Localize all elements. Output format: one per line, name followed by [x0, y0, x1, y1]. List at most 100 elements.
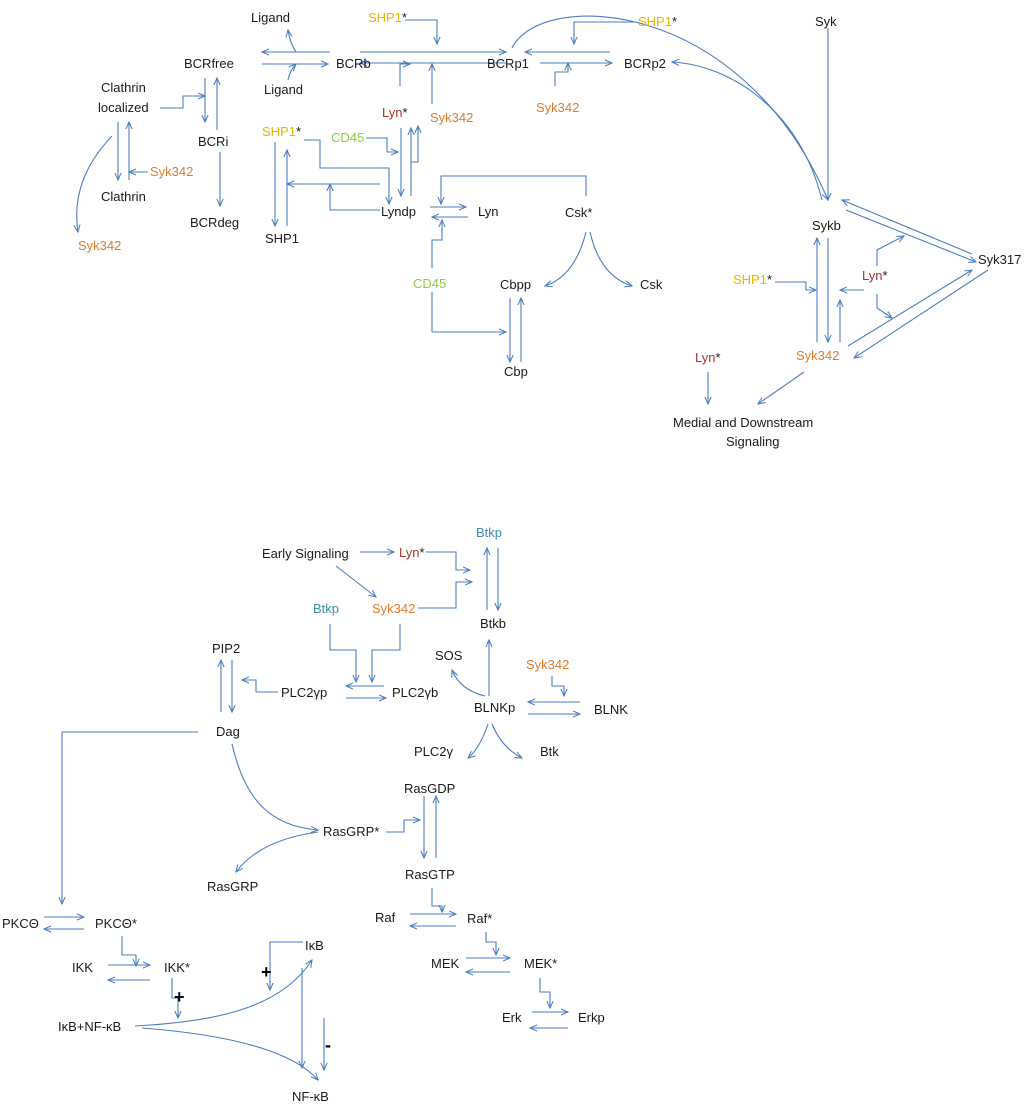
- star-mark: *: [767, 272, 772, 287]
- arrow: [242, 680, 278, 693]
- arrow: [876, 236, 904, 266]
- node-label: Lyn: [862, 268, 882, 283]
- node-rasgdp: RasGDP: [404, 781, 455, 796]
- node-raf-star: Raf*: [467, 911, 492, 926]
- arrow: [847, 270, 972, 347]
- arrow: [452, 670, 486, 697]
- node-shp1-star: SHP1*: [262, 124, 301, 139]
- minus-sign: -: [325, 1035, 331, 1055]
- arrow: [551, 676, 564, 696]
- arrow: [431, 220, 442, 268]
- node-lyn-star: Lyn*: [695, 350, 721, 365]
- arrow: [171, 978, 178, 1018]
- node-sos: SOS: [435, 648, 463, 663]
- arrow: [545, 231, 587, 286]
- arrow: [399, 64, 410, 86]
- node-mek: MEK: [431, 956, 460, 971]
- arrow: [236, 831, 319, 872]
- arrow: [758, 371, 805, 404]
- arrow: [411, 126, 418, 163]
- star-mark: *: [419, 545, 424, 560]
- node-ligand-top: Ligand: [251, 10, 290, 25]
- node-shp1: SHP1: [265, 231, 299, 246]
- arrow: [842, 200, 973, 255]
- node-ikk-star: IKK*: [164, 960, 190, 975]
- arrow: [876, 294, 892, 318]
- arrow: [372, 624, 401, 682]
- node-ikb: IκB: [305, 938, 324, 953]
- node-ligand-bottom: Ligand: [264, 82, 303, 97]
- node-lyn: Lyn: [478, 204, 498, 219]
- node-btkb: Btkb: [480, 616, 506, 631]
- arrow: [589, 231, 632, 286]
- node-medial-line2: Signaling: [726, 434, 780, 449]
- node-clathrin-localized-line2: localized: [98, 100, 149, 115]
- node-cbpp: Cbpp: [500, 277, 531, 292]
- node-label: Lyn: [399, 545, 419, 560]
- arrow: [62, 731, 198, 904]
- top-panel-arrows: [77, 15, 989, 404]
- node-plc2y: PLC2γ: [414, 744, 454, 759]
- node-rasgtp: RasGTP: [405, 867, 455, 882]
- node-label: SHP1: [262, 124, 296, 139]
- node-syk: Syk: [815, 14, 837, 29]
- node-bcrdeg: BCRdeg: [190, 215, 239, 230]
- arrow: [231, 743, 318, 830]
- arrow: [330, 184, 380, 211]
- arrow: [141, 1027, 318, 1080]
- node-clathrin-localized-line1: Clathrin: [101, 80, 146, 95]
- node-label: SHP1: [368, 10, 402, 25]
- arrow: [121, 936, 136, 966]
- arrow: [468, 723, 489, 758]
- arrow: [441, 175, 587, 204]
- node-syk342: Syk342: [372, 601, 415, 616]
- arrow: [288, 30, 330, 53]
- arrow: [405, 19, 437, 44]
- arrow: [485, 932, 496, 955]
- node-label: SHP1: [733, 272, 767, 287]
- top-panel-labels: Ligand SHP1* SHP1* Syk BCRfree BCRb BCRp…: [78, 10, 1021, 449]
- bottom-panel-arrows: [44, 548, 580, 1080]
- arrow: [845, 209, 976, 262]
- arrow: [431, 292, 506, 332]
- plus-sign: +: [261, 962, 272, 982]
- node-lyn-star: Lyn*: [399, 545, 425, 560]
- node-label: Lyn: [695, 350, 715, 365]
- arrow: [386, 820, 420, 833]
- node-lyn-star: Lyn*: [382, 105, 408, 120]
- node-bcrb: BCRb: [336, 56, 371, 71]
- arrow: [335, 565, 376, 597]
- node-lyndp: Lyndp: [381, 204, 416, 219]
- node-syk342: Syk342: [536, 100, 579, 115]
- node-sykb: Sykb: [812, 218, 841, 233]
- node-rasgrp-star: RasGRP*: [323, 824, 379, 839]
- node-pkct: PKCΘ: [2, 916, 39, 931]
- arrow: [366, 137, 398, 152]
- node-bcrp2: BCRp2: [624, 56, 666, 71]
- node-raf: Raf: [375, 910, 396, 925]
- node-erkp: Erkp: [578, 1010, 605, 1025]
- node-pkct-star: PKCΘ*: [95, 916, 137, 931]
- arrow: [77, 135, 113, 232]
- node-syk342: Syk342: [150, 164, 193, 179]
- node-rasgrp: RasGRP: [207, 879, 258, 894]
- node-cbp: Cbp: [504, 364, 528, 379]
- bottom-panel-labels: Btkp Early Signaling Lyn* Btkp Syk342 Bt…: [2, 525, 628, 1104]
- node-label: Lyn: [382, 105, 402, 120]
- arrow: [854, 269, 989, 358]
- node-bcrfree: BCRfree: [184, 56, 234, 71]
- node-shp1-star: SHP1*: [733, 272, 772, 287]
- node-lyn-star: Lyn*: [862, 268, 888, 283]
- node-csk-star: Csk*: [565, 205, 592, 220]
- node-medial-line1: Medial and Downstream: [673, 415, 813, 430]
- arrow: [270, 941, 303, 990]
- node-btk: Btk: [540, 744, 559, 759]
- node-plc2yp: PLC2γp: [281, 685, 327, 700]
- star-mark: *: [296, 124, 301, 139]
- node-ikb-nfkb: IκB+NF-κB: [58, 1019, 121, 1034]
- node-blnk: BLNK: [594, 702, 628, 717]
- arrow: [418, 582, 472, 609]
- arrow: [539, 978, 550, 1008]
- node-ikk: IKK: [72, 960, 93, 975]
